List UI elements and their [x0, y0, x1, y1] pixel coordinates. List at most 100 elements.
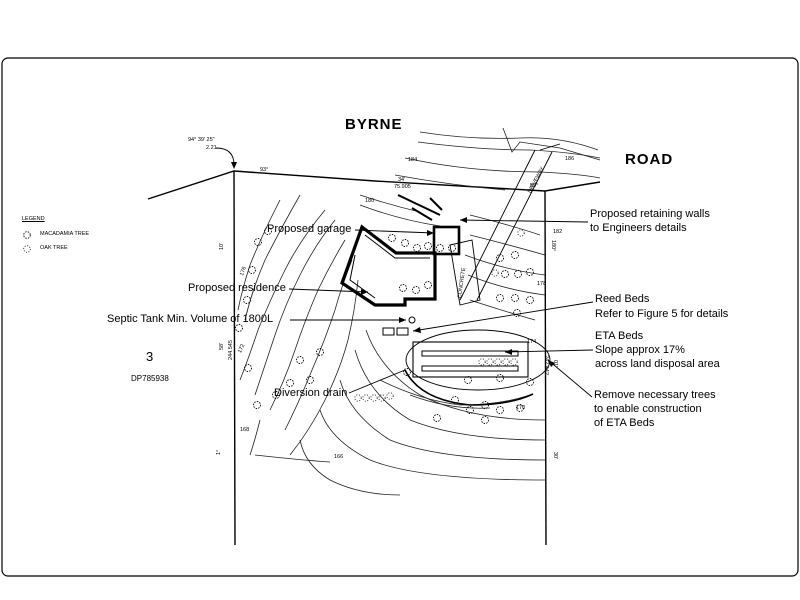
contour-label: 166 — [334, 454, 344, 460]
macadamia-tree — [248, 266, 256, 274]
macadamia-tree — [496, 406, 504, 414]
road-name-road: ROAD — [625, 151, 674, 168]
proposed-residence-outline — [340, 224, 437, 307]
legend-item-oak-tree: OAK TREE — [40, 245, 68, 251]
macadamia-tree — [272, 391, 280, 399]
macadamia-tree — [244, 364, 252, 372]
right-angle-label: 180° — [550, 240, 556, 252]
macadamia-tree — [264, 227, 272, 235]
contour-label: 178 — [537, 281, 547, 287]
macadamia-tree — [436, 244, 444, 252]
contour-lines — [237, 127, 601, 496]
left-bottom-label: 1° — [216, 449, 222, 455]
annotation-retaining-walls: Proposed retaining walls — [590, 208, 710, 220]
oak-tree — [478, 358, 486, 366]
contour-label: 184 — [408, 157, 418, 163]
oak-tree — [517, 229, 525, 237]
reed-bed-1 — [396, 327, 409, 336]
macadamia-tree — [413, 244, 421, 252]
annotation-eta-beds: ETA Beds — [595, 330, 644, 342]
sheet-frame — [1, 57, 799, 577]
contour-label: 186 — [565, 156, 575, 162]
contour-label: 168 — [240, 427, 250, 433]
macadamia-tree — [254, 238, 262, 246]
eta-beds-frame — [412, 341, 529, 378]
annotation-eta-area: across land disposal area — [595, 358, 720, 370]
macadamia-tree — [403, 368, 411, 376]
macadamia-tree — [526, 268, 534, 276]
deposited-plan-number: DP785938 — [131, 374, 169, 383]
macadamia-tree — [511, 251, 519, 259]
macadamia-tree — [306, 376, 314, 384]
legend-title: LEGEND — [22, 216, 45, 222]
oak-tree — [491, 269, 499, 277]
oak-tree — [502, 358, 510, 366]
septic-tank — [382, 327, 395, 336]
macadamia-tree — [424, 242, 432, 250]
bearing-label: 94° 39' 25" — [188, 137, 215, 143]
macadamia-tree — [401, 239, 409, 247]
contour-label: 180 — [365, 198, 375, 204]
macadamia-tree — [286, 379, 294, 387]
macadamia-tree-symbol — [23, 231, 31, 239]
diversion-drain — [404, 369, 534, 406]
road-name-byrne: BYRNE — [345, 116, 403, 133]
right-bottom-label: 30' — [552, 452, 558, 460]
left-angle2-label: 58' — [219, 342, 225, 350]
macadamia-tree — [424, 281, 432, 289]
annotation-eta-slope: Slope approx 17% — [595, 344, 685, 356]
oak-tree — [378, 394, 386, 402]
eta-bed-2 — [421, 365, 519, 372]
annotation-proposed-residence: Proposed residence — [188, 282, 286, 294]
leader-lines — [288, 219, 594, 398]
contour-label: 182 — [553, 229, 563, 235]
leader-arrowheads — [361, 217, 555, 367]
oak-tree — [354, 394, 362, 402]
left-angle-label: 10' — [219, 242, 225, 250]
legend-item-macadamia-tree: MACADAMIA TREE — [40, 231, 90, 237]
macadamia-trees — [235, 227, 534, 424]
macadamia-tree — [526, 378, 534, 386]
macadamia-tree — [388, 234, 396, 242]
oak-tree — [370, 394, 378, 402]
macadamia-tree — [496, 374, 504, 382]
angle-55-label: 55° — [530, 183, 539, 189]
oak-tree — [510, 358, 518, 366]
annotation-reed-beds: Reed Beds — [595, 293, 650, 305]
macadamia-tree — [466, 406, 474, 414]
oak-tree — [386, 392, 394, 400]
retaining-walls — [397, 194, 443, 221]
macadamia-tree — [513, 309, 521, 317]
dist-75-label: 75.905 — [394, 184, 411, 190]
annotation-retaining-walls-detail: to Engineers details — [590, 222, 687, 234]
oak-tree — [362, 394, 370, 402]
lot-number: 3 — [146, 349, 154, 364]
property-boundary — [147, 170, 601, 546]
macadamia-tree — [412, 286, 420, 294]
oak-tree — [486, 358, 494, 366]
eta-bed-1 — [421, 350, 519, 357]
annotation-diversion-drain: Diversion drain — [274, 387, 348, 399]
macadamia-tree — [516, 404, 524, 412]
macadamia-tree — [464, 376, 472, 384]
left-dist-label: 244.545 — [228, 340, 234, 360]
macadamia-tree — [433, 414, 441, 422]
macadamia-tree — [496, 254, 504, 262]
driveway — [459, 143, 561, 301]
oak-trees — [354, 229, 525, 402]
macadamia-tree — [481, 401, 489, 409]
oak-tree-symbol — [23, 245, 31, 253]
macadamia-tree — [501, 270, 509, 278]
macadamia-tree — [526, 296, 534, 304]
macadamia-tree — [243, 296, 251, 304]
oak-tree — [494, 358, 502, 366]
macadamia-tree — [514, 270, 522, 278]
annotation-proposed-garage: Proposed garage — [267, 223, 352, 235]
angle-34-label: 34' — [398, 177, 406, 183]
contour-label: 174 — [527, 339, 537, 345]
macadamia-tree — [481, 416, 489, 424]
right-dist-label: 242.44? — [543, 355, 549, 375]
annotation-remove-trees-purpose: to enable construction — [594, 403, 702, 415]
contour-label: 170 — [516, 405, 526, 411]
